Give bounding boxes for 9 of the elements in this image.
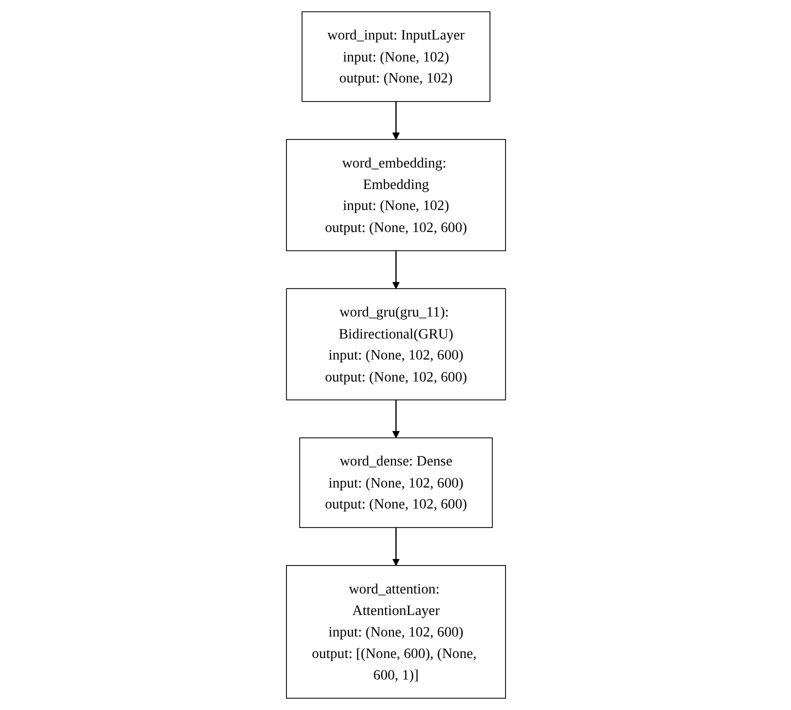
arrow bbox=[392, 102, 400, 140]
node-box: word_gru(gru_11): Bidirectional(GRU) input: (None, 102, 600) output: (None, 102, 600) bbox=[286, 288, 506, 400]
node-box: word_embedding: Embedding input: (None, 102) output: (None, 102, 600) bbox=[286, 139, 506, 252]
arrow bbox=[392, 250, 400, 289]
node-box: word_attention: AttentionLayer input: (None, 102, 600) output: [(None, 600), (None, 600, 1)] bbox=[286, 565, 506, 699]
arrow bbox=[392, 400, 400, 438]
node-box: word_dense: Dense input: (None, 102, 600) output: (None, 102, 600) bbox=[298, 437, 492, 528]
node-box: word_input: InputLayer input: (None, 102) output: (None, 102) bbox=[301, 11, 490, 102]
arrow bbox=[392, 528, 400, 566]
